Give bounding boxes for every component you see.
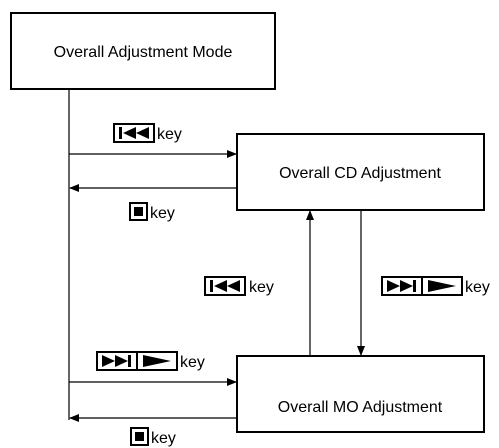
- cd-to-mode-key-label: key: [150, 205, 175, 222]
- mode-to-mo-key: key: [96, 351, 205, 371]
- overall-mo-adjustment-label: Overall MO Adjustment: [278, 399, 443, 416]
- stop-icon: [129, 202, 148, 221]
- overall-cd-adjustment-box: Overall CD Adjustment: [236, 133, 485, 211]
- skip-forward-play-icon: [96, 351, 178, 371]
- overall-mo-adjustment-box: Overall MO Adjustment: [236, 355, 485, 433]
- overall-adjustment-mode-box: Overall Adjustment Mode: [10, 12, 276, 90]
- skip-back-icon: [204, 276, 246, 296]
- stop-icon: [130, 427, 149, 446]
- mo-to-cd-key: key: [204, 276, 274, 296]
- mode-to-cd-key-label: key: [157, 126, 182, 143]
- mo-to-mode-key: key: [130, 427, 176, 447]
- mode-to-mo-key-label: key: [180, 354, 205, 371]
- skip-forward-play-icon: [381, 276, 463, 296]
- skip-back-icon: [113, 123, 155, 143]
- mode-to-cd-key: key: [113, 123, 182, 143]
- mo-to-mode-key-label: key: [151, 430, 176, 447]
- cd-to-mode-key: key: [129, 202, 175, 222]
- cd-to-mo-key: key: [381, 276, 490, 296]
- overall-adjustment-mode-label: Overall Adjustment Mode: [54, 44, 233, 61]
- overall-cd-adjustment-label: Overall CD Adjustment: [279, 165, 441, 182]
- mo-to-cd-key-label: key: [249, 279, 274, 296]
- cd-to-mo-key-label: key: [465, 279, 490, 296]
